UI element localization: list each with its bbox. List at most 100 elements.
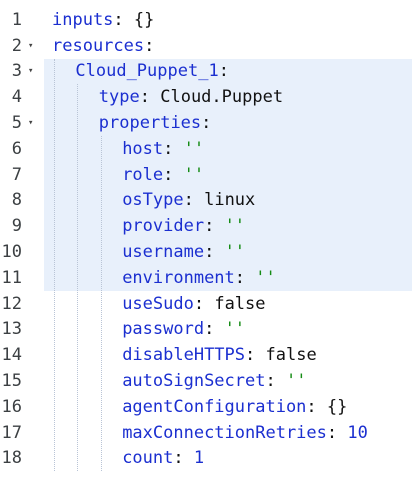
yaml-key: disableHTTPS: [122, 345, 246, 366]
code-line[interactable]: 2▾resources:: [0, 33, 412, 59]
code-line[interactable]: 5 ▾ properties:: [0, 110, 412, 136]
line-number: 17: [1, 422, 22, 443]
line-number: 10: [1, 242, 22, 263]
line-number: 12: [1, 293, 22, 314]
code-line[interactable]: 6 host: '': [0, 136, 412, 162]
code-text: type: Cloud.Puppet: [99, 87, 283, 107]
yaml-separator: :: [183, 190, 205, 211]
code-line[interactable]: 4 type: Cloud.Puppet: [0, 84, 412, 110]
yaml-key: role: [122, 164, 164, 185]
code-line[interactable]: 8 osType: linux: [0, 188, 412, 214]
code-line[interactable]: 1 inputs: {}: [0, 7, 412, 33]
line-number: 11: [1, 267, 22, 288]
line-number: 18: [1, 448, 22, 469]
yaml-key: type: [98, 87, 140, 108]
code-line[interactable]: 12 useSudo: false: [0, 291, 412, 317]
fold-toggle-icon[interactable]: ▾: [28, 118, 34, 129]
yaml-value: '': [183, 138, 205, 159]
code-text: properties:: [99, 113, 212, 133]
fold-toggle-icon[interactable]: ▾: [28, 40, 34, 51]
code-text: agentConfiguration: {}: [122, 397, 347, 417]
code-text: inputs: {}: [52, 10, 154, 30]
yaml-separator: :: [218, 61, 229, 82]
yaml-value: {}: [133, 9, 155, 30]
line-number: 4: [11, 87, 22, 108]
line-number: 16: [1, 396, 22, 417]
yaml-separator: :: [265, 371, 286, 392]
yaml-separator: :: [163, 164, 184, 185]
code-line[interactable]: 10 username: '': [0, 239, 412, 265]
line-number: 6: [11, 138, 22, 159]
yaml-value: '': [224, 216, 246, 237]
yaml-separator: :: [204, 216, 225, 237]
yaml-separator: :: [245, 345, 266, 366]
code-text: role: '': [122, 165, 204, 185]
yaml-separator: :: [173, 448, 194, 469]
yaml-key: maxConnectionRetries: [122, 422, 327, 443]
yaml-key: properties: [98, 113, 202, 134]
yaml-value: 10: [347, 422, 368, 443]
fold-toggle-icon[interactable]: ▾: [28, 66, 34, 77]
yaml-value: 1: [193, 448, 205, 469]
yaml-key: useSudo: [122, 293, 194, 314]
yaml-key: autoSignSecret: [122, 371, 266, 392]
code-line[interactable]: 18 count: 1: [0, 446, 412, 472]
selection-highlight: [44, 58, 412, 291]
yaml-key: host: [122, 138, 164, 159]
line-number: 15: [1, 371, 22, 392]
line-number: 9: [11, 216, 22, 237]
yaml-separator: :: [139, 87, 161, 108]
code-text: useSudo: false: [122, 294, 265, 314]
code-text: count: 1: [122, 448, 204, 468]
line-number: 13: [1, 319, 22, 340]
yaml-separator: :: [204, 319, 225, 340]
code-line[interactable]: 9 provider: '': [0, 213, 412, 239]
yaml-value: '': [224, 242, 246, 263]
indent-guide: [54, 58, 55, 472]
yaml-key: agentConfiguration: [122, 396, 307, 417]
yaml-value: '': [183, 164, 205, 185]
line-number: 8: [11, 190, 22, 211]
code-line[interactable]: 14 disableHTTPS: false: [0, 342, 412, 368]
code-line[interactable]: 16 agentConfiguration: {}: [0, 394, 412, 420]
yaml-value: false: [214, 293, 266, 314]
line-number: 5: [11, 113, 22, 134]
yaml-separator: :: [193, 293, 215, 314]
code-text: osType: linux: [122, 190, 255, 210]
yaml-value: {}: [326, 396, 348, 417]
code-text: host: '': [122, 139, 204, 159]
yaml-value: false: [265, 345, 317, 366]
yaml-key: count: [122, 448, 174, 469]
code-text: password: '': [122, 319, 245, 339]
code-text: resources:: [52, 36, 154, 56]
yaml-separator: :: [163, 138, 184, 159]
yaml-separator: :: [234, 267, 256, 288]
yaml-key: username: [122, 242, 205, 263]
line-number: 1: [11, 9, 22, 30]
code-text: provider: '': [122, 216, 245, 236]
indent-guide: [100, 136, 102, 472]
yaml-separator: :: [201, 113, 212, 134]
code-text: disableHTTPS: false: [122, 345, 317, 365]
yaml-key: password: [122, 319, 205, 340]
yaml-separator: :: [144, 35, 155, 56]
yaml-value: '': [255, 267, 276, 288]
code-line[interactable]: 13 password: '': [0, 317, 412, 343]
yaml-value: '': [224, 319, 246, 340]
yaml-separator: :: [113, 9, 134, 30]
yaml-key: inputs: [52, 9, 114, 30]
line-number: 3: [11, 61, 22, 82]
line-number: 14: [1, 345, 22, 366]
yaml-key: resources: [52, 35, 145, 56]
yaml-value: Cloud.Puppet: [160, 87, 284, 108]
code-line[interactable]: 3 ▾ Cloud_Puppet_1:: [0, 59, 412, 85]
code-text: Cloud_Puppet_1:: [75, 61, 229, 81]
code-text: username: '': [122, 242, 245, 262]
yaml-value: linux: [204, 190, 256, 211]
yaml-separator: :: [204, 242, 225, 263]
